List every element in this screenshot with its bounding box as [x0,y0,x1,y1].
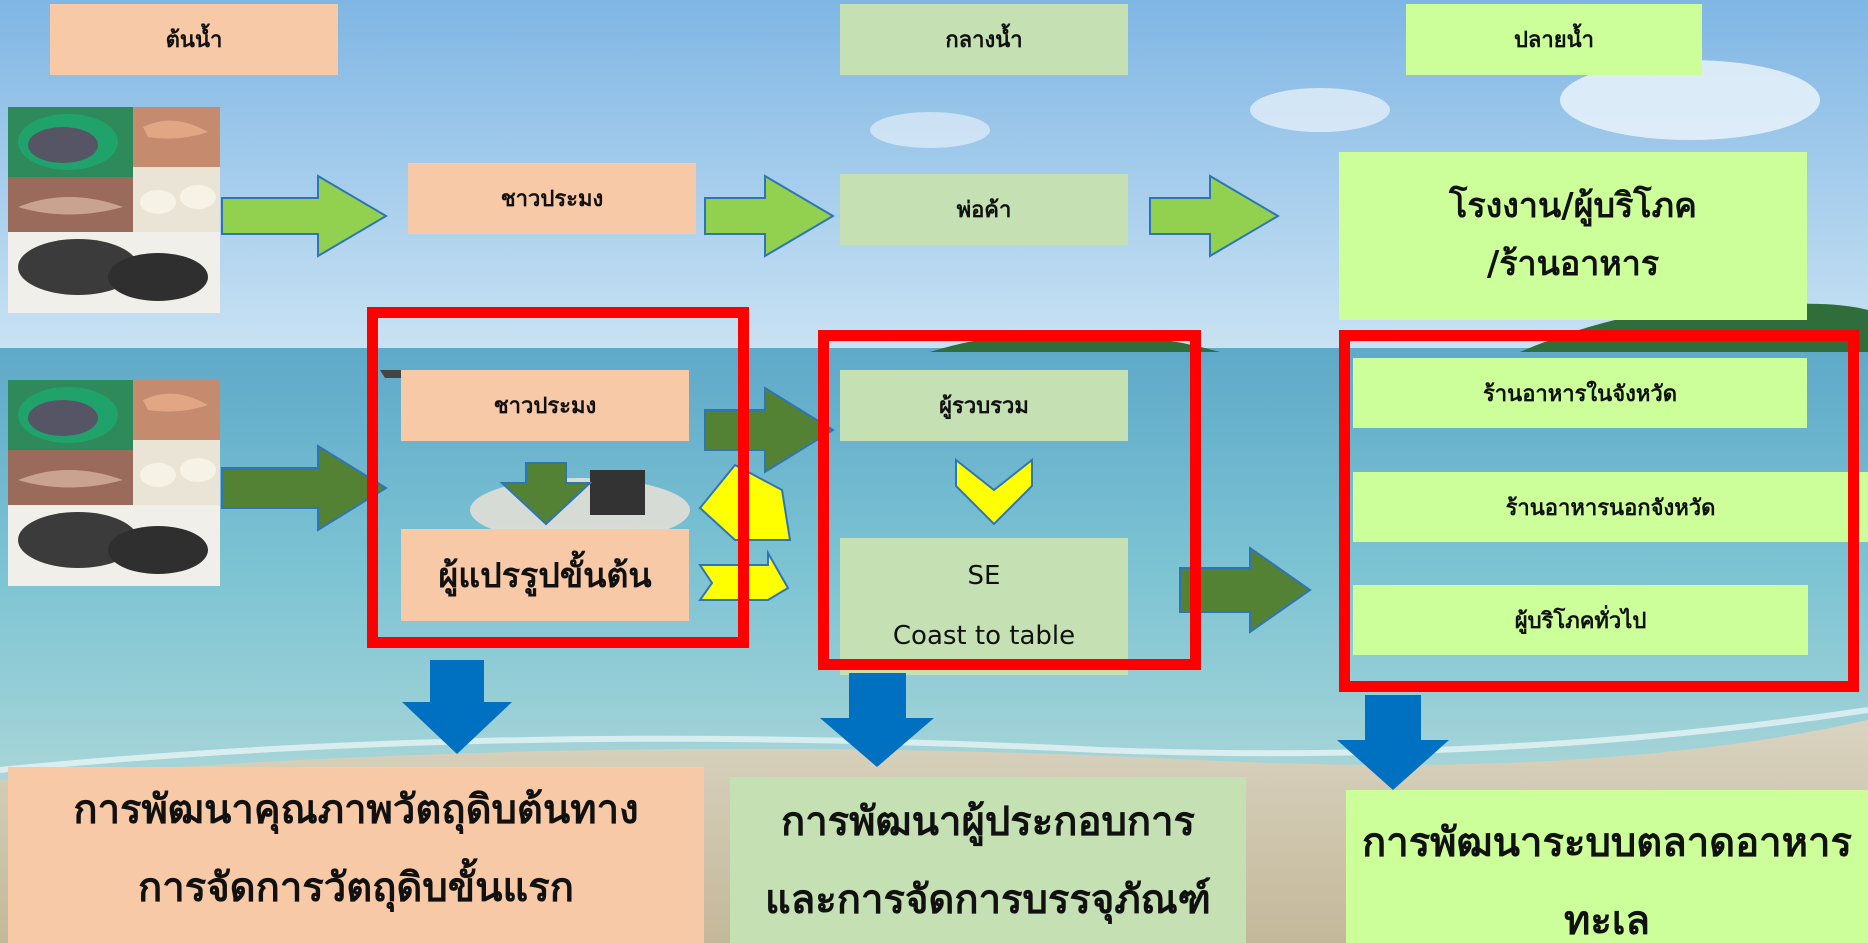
outlet-general-consumer: ผู้บริโภคทั่วไป [1353,585,1808,655]
arrow-right-icon [704,386,835,474]
row2-fisher-box: ชาวประมง [401,370,689,441]
row1-end-line1: โรงงาน/ผู้บริโภค [1449,186,1697,227]
outlet-in-province: ร้านอาหารในจังหวัด [1353,358,1807,428]
arrow-right-icon [221,174,388,258]
seafood-photo-top [8,107,220,313]
arrow-right-icon [704,174,835,258]
se-label: SE [967,560,1001,591]
row1-fisher-box: ชาวประมง [408,163,696,234]
outlet-out-province: ร้านอาหารนอกจังหวัด [1353,472,1868,542]
arrow-down-blue-icon [820,673,934,767]
bottom-mid-line1: การพัฒนาผู้ประกอบการ [780,799,1196,845]
arrow-down-blue-icon [1337,695,1449,790]
bottom-left-box: การพัฒนาคุณภาพวัตถุดิบต้นทาง การจัดการวั… [8,767,704,943]
arrow-right-icon [1149,174,1280,258]
row1-end-consumer-box: โรงงาน/ผู้บริโภค /ร้านอาหาร [1339,152,1807,320]
arrow-down-blue-icon [402,660,512,754]
row2-se-box: SE Coast to table [840,538,1128,675]
bottom-right-line2: ทะเล [1563,898,1651,943]
row1-trader-box: พ่อค้า [840,174,1128,245]
row2-collector-box: ผู้รวบรวม [840,370,1128,441]
seafood-photo-bottom [8,380,220,586]
bottom-mid-line2: และการจัดการบรรจุภัณฑ์ [765,877,1211,923]
highlight-frame-downstream [1339,330,1859,692]
coast-to-table-label: Coast to table [892,620,1076,651]
bottom-right-line1: การพัฒนาระบบตลาดอาหาร [1362,820,1852,866]
highlight-frame-upstream [367,307,749,648]
highlight-frame-midstream [818,330,1201,670]
bottom-left-line2: การจัดการวัตถุดิบขั้นแรก [138,865,574,911]
row1-end-line2: /ร้านอาหาร [1486,244,1660,284]
header-upstream: ต้นน้ำ [50,4,338,75]
row2-processor-box: ผู้แปรรูปขั้นต้น [401,529,689,621]
arrow-right-icon [221,444,388,532]
header-downstream: ปลายน้ำ [1406,4,1702,75]
yellow-chevron-icon [955,457,1033,526]
arrow-down-icon [499,462,593,526]
bottom-mid-box: การพัฒนาผู้ประกอบการ และการจัดการบรรจุภั… [730,777,1246,943]
header-midstream: กลางน้ำ [840,4,1128,75]
bottom-left-line1: การพัฒนาคุณภาพวัตถุดิบต้นทาง [73,787,639,833]
bottom-right-box: การพัฒนาระบบตลาดอาหาร ทะเล [1346,790,1868,943]
